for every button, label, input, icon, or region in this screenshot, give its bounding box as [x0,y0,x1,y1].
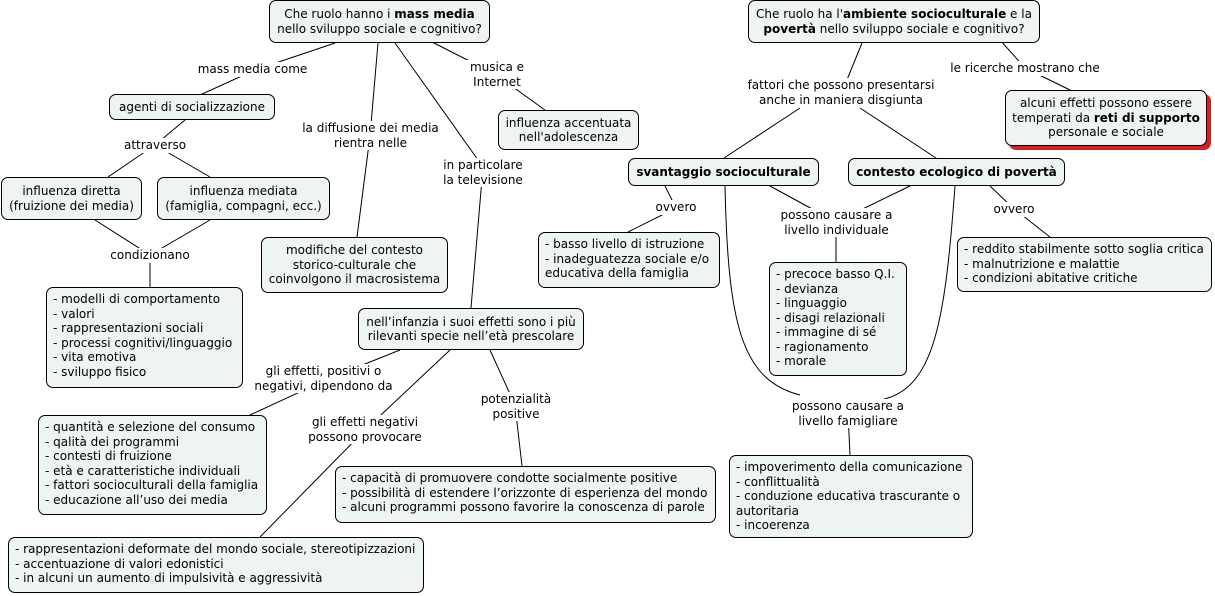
link-root-diffusione [369,42,379,137]
label-causare-famigliare: possono causare a livello famigliare [789,399,907,428]
istruzione-node[interactable]: - basso livello di istruzione - inadegua… [538,232,720,288]
reddito-node[interactable]: - reddito stabilmente sotto soglia criti… [957,237,1212,292]
label-ricerche: le ricerche mostrano che [947,61,1103,76]
label-diffusione: la diffusione dei media rientra nelle [300,121,441,150]
agenti-node[interactable]: agenti di socializzazione [109,94,275,120]
infanzia-node[interactable]: nell’infanzia i suoi effetti sono i più … [358,308,584,350]
precoce-node[interactable]: - precoce basso Q.I. - devianza - lingua… [769,262,907,376]
contesto-node[interactable]: contesto ecologico di povertà [848,158,1065,186]
label-ovvero-right: ovvero [991,202,1037,217]
label-attraverso: attraverso [120,138,190,153]
label-televisione: in particolare la televisione [440,158,526,187]
modelli-node[interactable]: - modelli di comportamento - valori - ra… [46,287,243,388]
link-fattori-svantaggio [723,107,801,159]
quantita-node[interactable]: - quantità e selezione del consumo - qal… [38,415,267,515]
label-fattori: fattori che possono presentarsi anche in… [742,78,940,107]
label-potenzialita: potenzialità positive [478,392,554,421]
link-root-televisione [394,42,484,168]
label-ovvero-left: ovvero [653,200,699,215]
influenza-mediata-node[interactable]: influenza mediata (famiglia, compagni, e… [157,177,330,220]
label-effetti-dipendono: gli effetti, positivi o negativi, dipend… [253,364,394,393]
influenza-accentuata-node[interactable]: influenza accentuata nell'adolescenza [498,110,639,150]
rappresentazioni-node[interactable]: - rappresentazioni deformate del mondo s… [8,537,424,593]
link-negativi-rappresentazioni [259,429,366,538]
link-diffusione-modifiche [356,135,371,238]
label-causare-individuale: possono causare a livello individuale [778,208,895,237]
mass-media-question[interactable]: Che ruolo hanno i mass media nello svilu… [269,0,490,43]
link-televisione-infanzia [470,166,484,309]
label-effetti-negativi: gli effetti negativi possono provocare [305,415,425,444]
svantaggio-node[interactable]: svantaggio socioculturale [628,158,819,186]
reti-supporto-node[interactable]: alcuni effetti possono essere temperati … [1005,90,1207,146]
link-svantaggio-famigliare [724,185,801,396]
capacita-node[interactable]: - capacità di promuovere condotte social… [335,466,716,523]
impoverimento-node[interactable]: - impoverimento della comunicazione - co… [729,455,973,538]
link-fattori-contesto [859,107,937,159]
label-condizionano: condizionano [108,248,192,263]
link-contesto-famigliare [879,185,956,401]
modifiche-node[interactable]: modifiche del contesto storico-culturale… [261,237,448,293]
influenza-diretta-node[interactable]: influenza diretta (fruizione dei media) [1,177,142,220]
label-musica-internet: musica e Internet [466,60,528,89]
label-mass-media-come: mass media come [196,62,309,77]
ambiente-question[interactable]: Che ruolo ha l'ambiente socioculturale e… [748,0,1040,43]
